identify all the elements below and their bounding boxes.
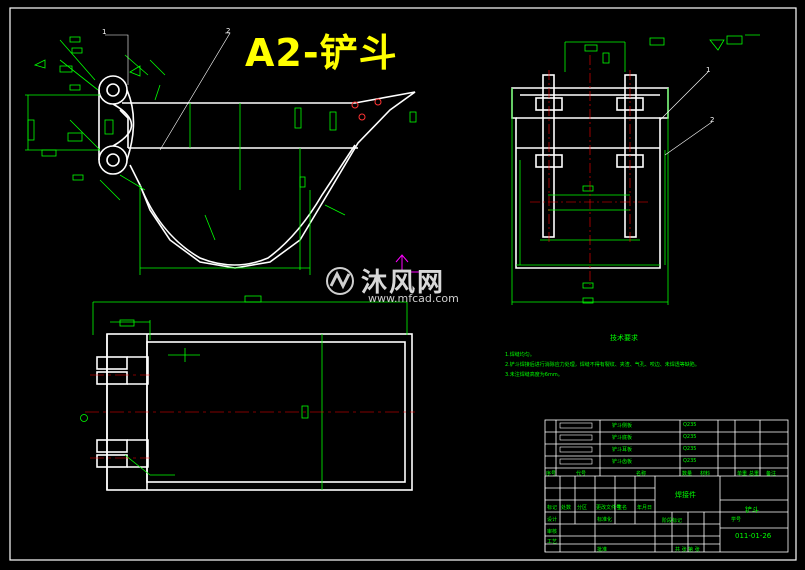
parts-header-cell: 材料 [700, 471, 711, 477]
sign-row-label: 年月日 [637, 505, 653, 511]
drawing-number: 011-01-26 [735, 532, 772, 540]
sign-row-label: 标准化 [597, 517, 613, 523]
drawing-name: 铲斗 [745, 506, 759, 514]
requirement-line: 1.焊缝均匀。 [505, 352, 535, 358]
watermark-url: www.mfcad.com [368, 292, 459, 305]
bucket-top-centerline [85, 374, 415, 459]
requirement-line: 3.未注焊缝高度为6mm。 [505, 372, 563, 378]
bucket-end-leaders [659, 71, 713, 156]
parts-header-cell: 备注 [766, 471, 777, 477]
parts-header-cell: 名称 [636, 471, 647, 477]
callout-label: 1 [706, 66, 711, 74]
part-name: 铲斗耳板 [612, 447, 633, 453]
sign-row-label: 批准 [597, 547, 608, 553]
requirements-heading: 技术要求 [610, 334, 638, 342]
parts-header-cell: 代号 [576, 471, 587, 477]
parts-header-cell: 单重 [737, 471, 748, 477]
ucs-marker-icon [395, 254, 435, 273]
sign-row-label: 审核 [547, 529, 558, 535]
title-block [544, 419, 789, 553]
sign-row-label: 设计 [547, 517, 558, 523]
callout-label: 2 [226, 27, 231, 35]
sheet-label: 共 张 第 张 [675, 547, 700, 553]
part-material: Q235 [683, 458, 697, 464]
watermark: 沐风网 [325, 262, 445, 299]
bucket-side-weld-marks [351, 98, 382, 121]
callout-label: 2 [710, 116, 715, 124]
sign-row-label: 处数 [561, 505, 572, 511]
part-name: 铲斗齿板 [612, 459, 633, 465]
bucket-end-centerlines [530, 55, 650, 285]
drawing-title: A2-铲斗 [245, 31, 398, 75]
sign-row-label: 更改文件号 [596, 505, 622, 511]
bucket-side-leaders [105, 32, 231, 151]
title-block-part-boxes [559, 422, 593, 465]
watermark-text: 沐风网 [361, 268, 446, 298]
sign-row-label: 分区 [577, 505, 588, 511]
requirement-line: 2.铲斗焊接后进行消除应力处理，焊缝不得有裂纹、夹渣、气孔、咬边、未焊透等缺陷。 [505, 362, 700, 368]
requirements-list: 1.焊缝均匀。 2.铲斗焊接后进行消除应力处理，焊缝不得有裂纹、夹渣、气孔、咬边… [505, 350, 700, 380]
parts-header-cell: 序号 [546, 471, 557, 477]
part-name: 铲斗侧板 [612, 423, 633, 429]
bucket-side-view [98, 75, 416, 269]
drawing-frame [9, 7, 797, 561]
part-material: Q235 [683, 446, 697, 452]
part-material: Q235 [683, 422, 697, 428]
sign-row-label: 标记 [547, 505, 558, 511]
callout-label: 1 [102, 28, 107, 36]
part-name: 铲斗底板 [612, 435, 633, 441]
scale-label: 阶段标记 [662, 518, 683, 524]
bucket-side-dimensions [25, 36, 417, 275]
sign-row-label: 工艺 [547, 539, 558, 545]
parts-header-cell: 总重 [749, 471, 760, 477]
watermark-logo-icon [326, 266, 354, 295]
bucket-top-dimensions [80, 295, 408, 490]
assembly-label: 焊接件 [675, 491, 696, 499]
parts-header-cell: 数量 [682, 471, 693, 477]
sign-row-label: 签名 [617, 505, 628, 511]
company-label: 学号 [731, 517, 742, 523]
part-material: Q235 [683, 434, 697, 440]
